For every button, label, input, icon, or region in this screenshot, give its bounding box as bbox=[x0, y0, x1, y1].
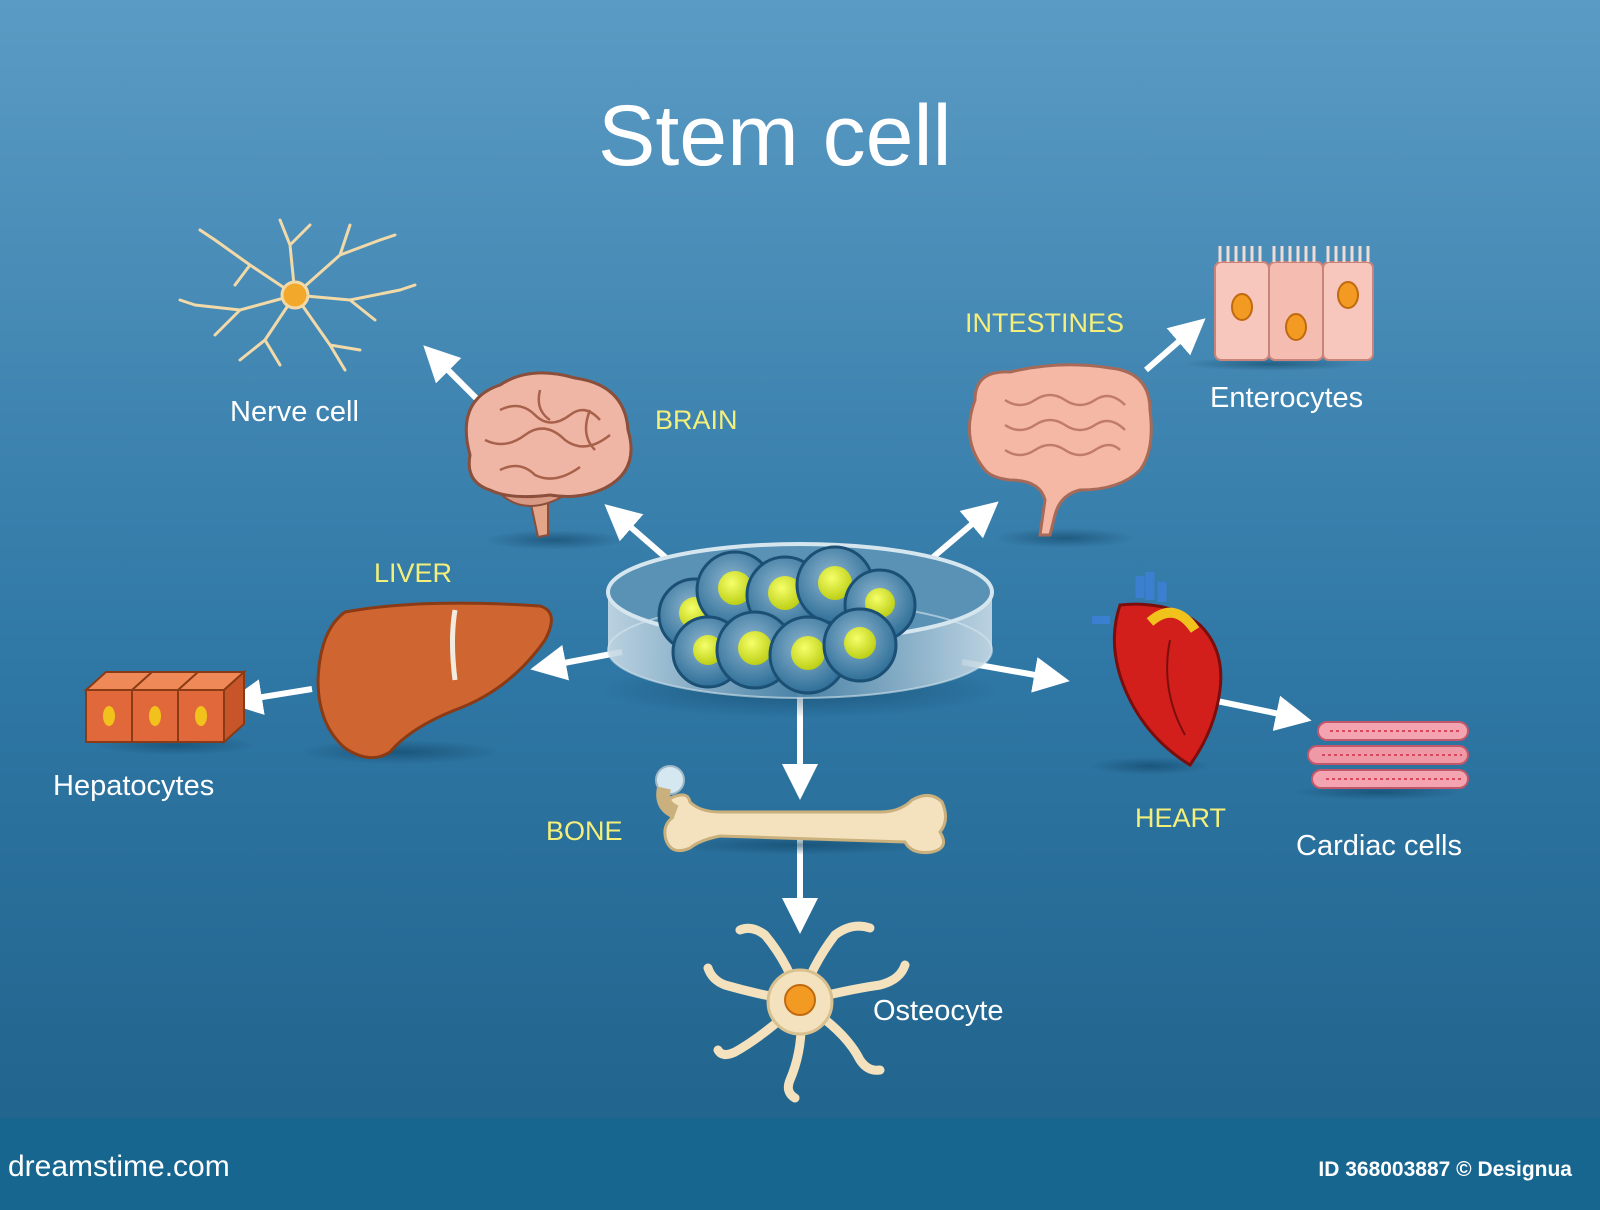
diagram-title: Stem cell bbox=[598, 88, 952, 184]
footer-bar: dreamstime.com ID 368003887 © Designua bbox=[0, 1118, 1600, 1210]
arrow-brain-to-nerve bbox=[423, 345, 481, 403]
cardiac-cells-icon bbox=[1293, 721, 1469, 800]
bone-icon bbox=[655, 765, 947, 855]
arrow-liver-to-hepatocytes bbox=[226, 679, 313, 715]
label-hepatocytes: Hepatocytes bbox=[53, 770, 215, 802]
enterocytes-icon bbox=[1182, 246, 1374, 371]
label-cardiac-cells: Cardiac cells bbox=[1296, 830, 1462, 862]
label-brain: BRAIN bbox=[655, 405, 738, 435]
label-nerve-cell: Nerve cell bbox=[230, 396, 359, 428]
liver-icon bbox=[300, 601, 553, 764]
arrow-intestines-to-enterocytes bbox=[1144, 318, 1206, 373]
arrow-heart-to-cardiac bbox=[1211, 695, 1312, 731]
label-bone: BONE bbox=[546, 816, 623, 846]
label-liver: LIVER bbox=[374, 558, 453, 588]
label-intestines: INTESTINES bbox=[965, 308, 1125, 338]
brain-icon bbox=[464, 371, 633, 550]
osteocyte-icon bbox=[703, 921, 910, 1103]
label-heart: HEART bbox=[1135, 803, 1227, 833]
intestines-icon bbox=[967, 363, 1153, 548]
footer-brand: dreamstime.com bbox=[8, 1150, 230, 1183]
label-osteocyte: Osteocyte bbox=[873, 995, 1004, 1027]
label-enterocytes: Enterocytes bbox=[1210, 382, 1364, 414]
heart-icon bbox=[1090, 572, 1223, 775]
stem-cell-cluster-icon bbox=[657, 545, 917, 695]
footer-credit: ID 368003887 © Designua bbox=[1318, 1158, 1572, 1181]
hepatocytes-icon bbox=[83, 669, 255, 755]
nerve-cell-icon bbox=[178, 218, 417, 372]
